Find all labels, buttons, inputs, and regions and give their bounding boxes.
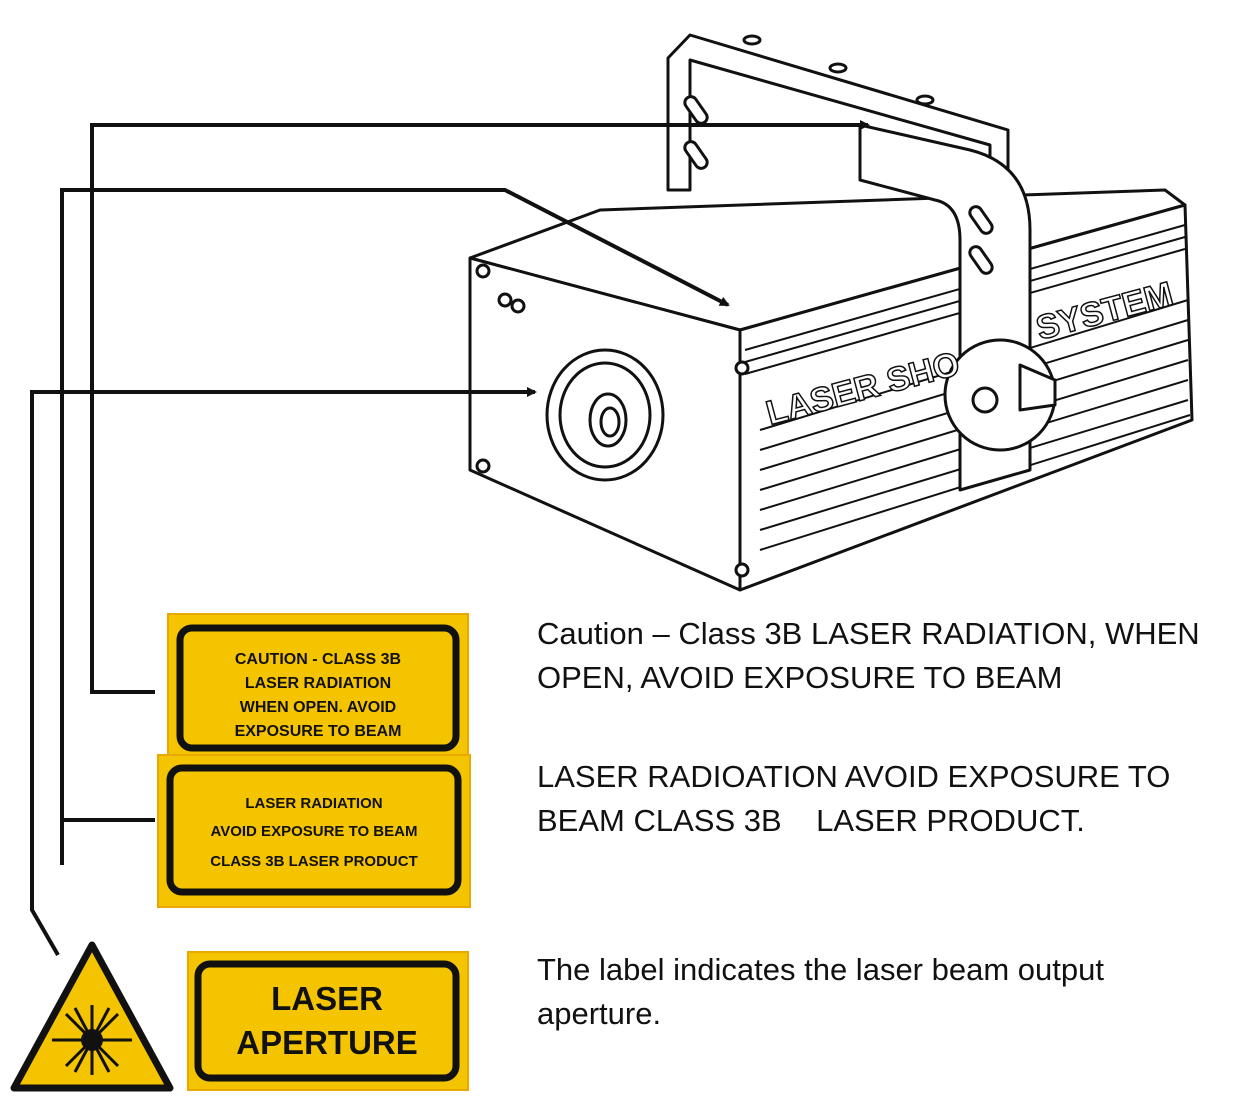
arrow-icon: [60, 188, 730, 822]
label1-line3: WHEN OPEN. AVOID: [240, 699, 396, 716]
label1-line2: LASER RADIATION: [245, 675, 391, 692]
leader-lines: [30, 120, 870, 957]
arrow-icon: [30, 387, 537, 957]
label3-description: The label indicates the laser beam outpu…: [537, 952, 1113, 1031]
laser-projector-drawing: [468, 33, 1194, 592]
label2-line1: LASER RADIATION: [245, 795, 382, 812]
label1-description: Caution – Class 3B LASER RADIATION, WHEN…: [537, 616, 1209, 695]
laser-aperture-label: LASER APERTURE: [187, 951, 469, 1091]
label1-line4: EXPOSURE TO BEAM: [235, 723, 402, 740]
label2-line3: CLASS 3B LASER PRODUCT: [210, 853, 418, 870]
label2-line2: AVOID EXPOSURE TO BEAM: [211, 823, 418, 840]
caution-class-3b-label: CAUTION - CLASS 3B LASER RADIATION WHEN …: [167, 613, 469, 760]
label1-line1: CAUTION - CLASS 3B: [235, 651, 401, 668]
label3-line1: LASER: [271, 980, 383, 1017]
label2-description: LASER RADIOATION AVOID EXPOSURE TO BEAM …: [537, 759, 1179, 838]
label3-line2: APERTURE: [236, 1024, 418, 1061]
arrow-icon: [90, 120, 870, 694]
laser-warning-triangle-icon: [10, 941, 174, 1092]
laser-radiation-label: LASER RADIATION AVOID EXPOSURE TO BEAM C…: [157, 754, 471, 908]
